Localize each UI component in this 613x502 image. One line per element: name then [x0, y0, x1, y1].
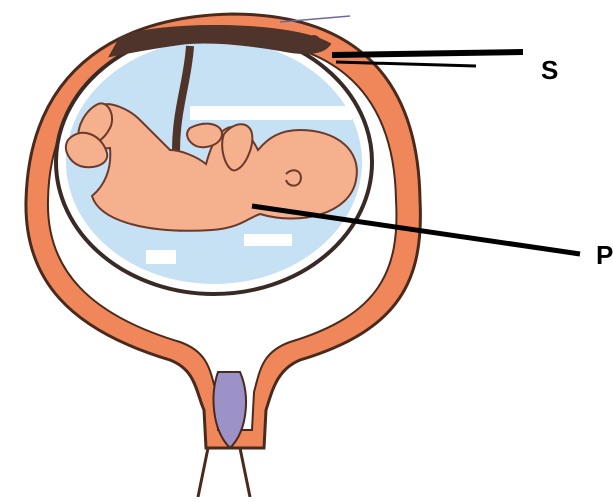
pointer-line-s [332, 52, 523, 55]
masked-label-area [146, 250, 176, 264]
masked-label-area [190, 106, 352, 120]
vagina-right-line [240, 448, 250, 497]
label-s: S [541, 57, 558, 83]
vagina-left-line [198, 448, 208, 497]
masked-label-area [244, 234, 292, 246]
label-p: P [596, 242, 613, 268]
fetus-arm [187, 124, 222, 148]
